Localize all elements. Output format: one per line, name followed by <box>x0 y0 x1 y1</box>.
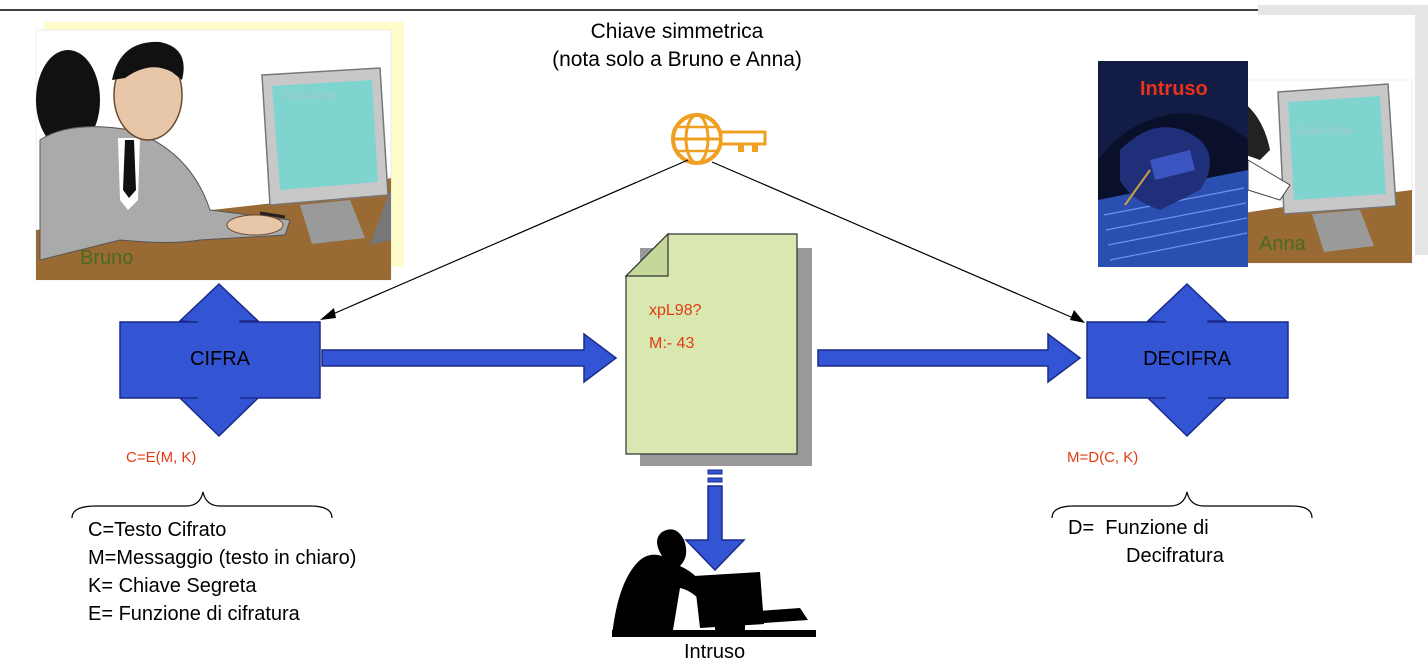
document-to-decifra-arrow <box>817 332 1082 384</box>
key-subtitle: (nota solo a Bruno e Anna) <box>552 48 802 71</box>
key-to-cifra-arrowhead <box>320 308 336 320</box>
key-title: Chiave simmetrica <box>590 20 764 43</box>
cifra-legend-item: M=Messaggio (testo in chiaro) <box>88 547 357 569</box>
cifra-legend-item: E= Funzione di cifratura <box>88 603 300 625</box>
decifra-node <box>1086 282 1289 438</box>
decifra-label: DECIFRA <box>1143 348 1231 370</box>
frame-right <box>1415 5 1428 255</box>
intruder-silhouette-icon <box>612 529 816 637</box>
cifra-formula: C=E(M, K) <box>126 449 197 466</box>
intruder-label-bottom: Intruso <box>684 641 746 663</box>
decifra-legend-item: D= Funzione di <box>1068 517 1209 539</box>
key-to-decifra-arrowhead <box>1070 310 1085 323</box>
cifra-legend-item: C=Testo Cifrato <box>88 519 227 541</box>
intruder-label-top: Intruso <box>1140 78 1208 100</box>
businessman-icon <box>36 41 291 261</box>
monitor-icon <box>1277 83 1397 252</box>
decifra-formula: M=D(C, K) <box>1067 449 1139 466</box>
decifra-legend-item: Decifratura <box>1126 545 1224 567</box>
cifra-legend-item: K= Chiave Segreta <box>88 575 257 597</box>
key-icon <box>671 113 767 165</box>
bruno-name: Bruno <box>80 247 134 269</box>
bruno-illustration <box>35 22 404 281</box>
key-to-cifra-line <box>325 159 689 318</box>
document-line-1: xpL98? <box>649 302 702 319</box>
key-to-decifra-line <box>711 161 1079 321</box>
frame-top-right <box>1258 5 1418 15</box>
anna-illustration <box>1229 79 1413 264</box>
document-to-intruder-arrow <box>684 469 746 572</box>
cifra-node <box>119 282 321 438</box>
hacker-photo <box>1098 61 1248 267</box>
anna-name: Anna <box>1259 233 1306 255</box>
document-line-2: M:- 43 <box>649 335 695 352</box>
cifra-label: CIFRA <box>190 348 250 370</box>
monitor-icon <box>261 67 391 245</box>
anna-screen-text: Ciao Anna <box>1297 123 1353 137</box>
bruno-screen-text: Ciao Anna <box>282 88 338 102</box>
cifra-to-document-arrow <box>321 332 618 384</box>
ciphertext-document-icon <box>624 232 812 466</box>
